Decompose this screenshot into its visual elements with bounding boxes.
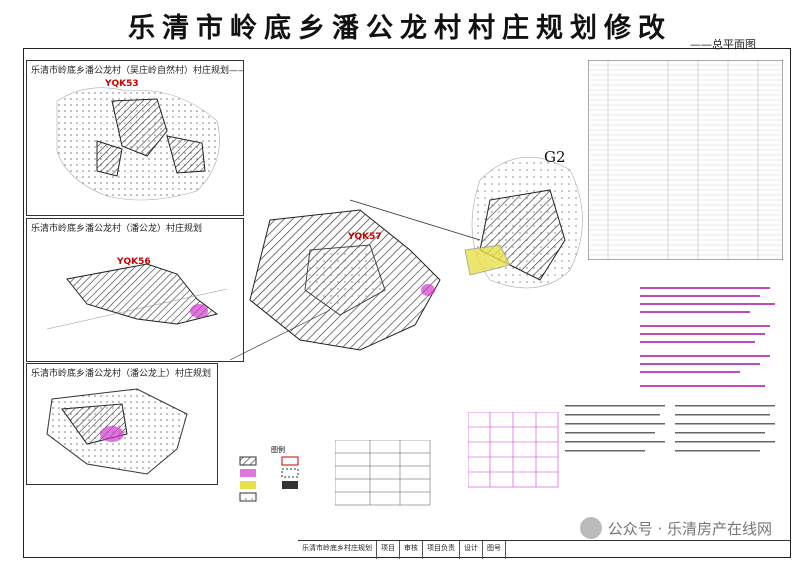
- inset-title: 乐清市岭底乡潘公龙村（潘公龙上）村庄规划: [31, 369, 212, 379]
- land-use-table: [588, 60, 783, 260]
- inset-title: 乐清市岭底乡潘公龙村（潘公龙）村庄规划: [31, 224, 203, 234]
- main-plan-drawing: [229, 156, 583, 361]
- legend-title: 图例: [271, 446, 285, 454]
- title-block-cell: 审核: [400, 541, 423, 559]
- inset-map-2: 乐清市岭底乡潘公龙村（潘公龙）村庄规划 YQK56: [26, 218, 244, 362]
- title-block-cell: 乐清市岭底乡村庄规划: [298, 541, 377, 559]
- title-block-cell: 项目: [377, 541, 400, 559]
- title-block-cell: 项目负责: [423, 541, 460, 559]
- planning-notes: [640, 287, 775, 387]
- drawing-sheet: [23, 48, 791, 558]
- inset-map-3: 乐清市岭底乡潘公龙村（潘公龙上）村庄规划: [26, 363, 218, 485]
- inset-map-drawing: [46, 388, 188, 475]
- main-map-code: YQK57: [348, 232, 382, 242]
- map-legend: 图例: [238, 445, 318, 523]
- inset-code: YQK53: [105, 79, 139, 89]
- area-label-g2: G2: [544, 148, 566, 166]
- summary-table: [335, 440, 431, 506]
- magenta-grid-table: [468, 412, 559, 488]
- page-title: 乐清市岭底乡潘公龙村村庄规划修改: [128, 13, 672, 44]
- watermark-text: 公众号 · 乐清房产在线网: [607, 519, 772, 538]
- inset-map-drawing: [46, 263, 228, 330]
- inset-map-1: 乐清市岭底乡潘公龙村（吴庄岭自然村）村庄规划——总平面图 YQK53: [26, 60, 244, 216]
- inset-code: YQK56: [117, 257, 151, 267]
- watermark: 公众号 · 乐清房产在线网: [579, 517, 772, 539]
- title-block-cell: 设计: [460, 541, 483, 559]
- title-block-cell: 图号: [483, 541, 506, 559]
- legend-swatches: [239, 456, 299, 502]
- inset-title: 乐清市岭底乡潘公龙村（吴庄岭自然村）村庄规划——总平面图: [31, 66, 243, 76]
- title-block: 乐清市岭底乡村庄规划 项目 审核 项目负责 设计 图号: [298, 540, 791, 559]
- wechat-icon: [579, 517, 602, 539]
- text-notes: [565, 405, 775, 452]
- page-subtitle: ——总平面图: [690, 38, 756, 51]
- inset-map-drawing: [56, 87, 220, 201]
